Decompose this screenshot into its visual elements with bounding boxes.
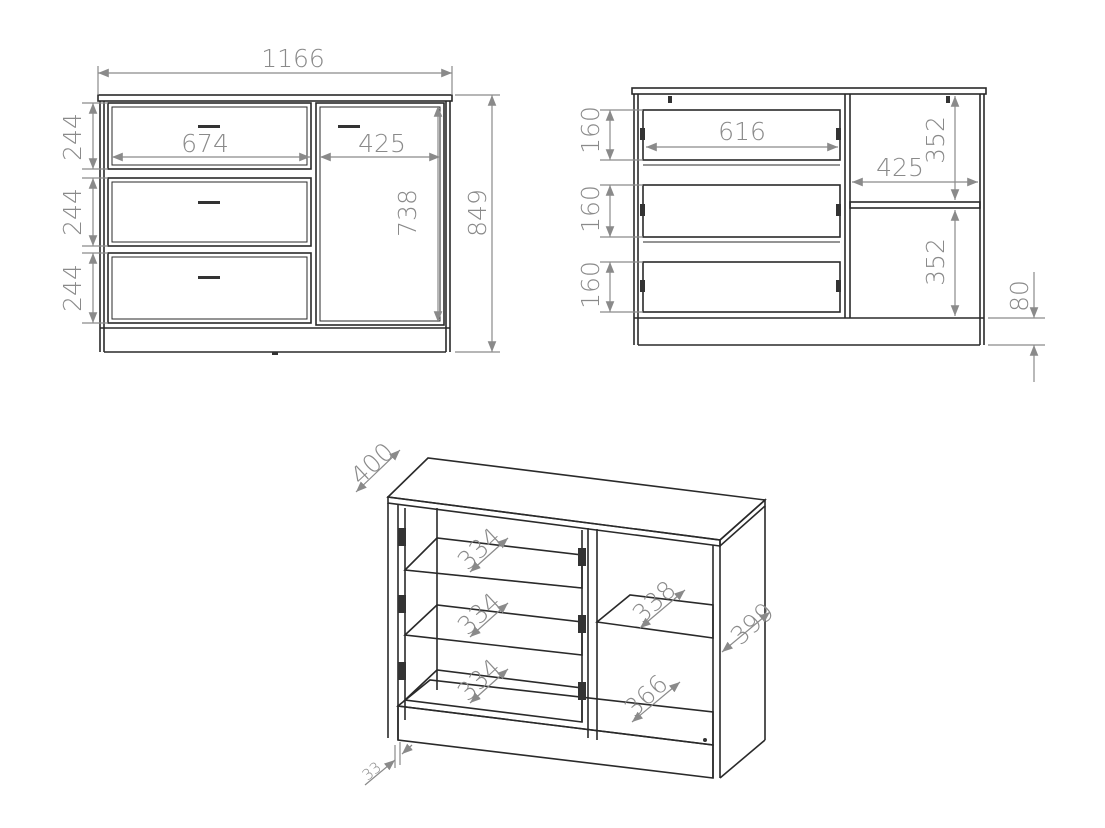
isometric-view (386, 457, 767, 779)
isometric-dimensions: 400 334 334 334 338 366 399 33 (345, 437, 780, 786)
dim-drawer-inner-width: 616 (718, 117, 766, 146)
front-dimensions: 1166 244 244 244 674 425 738 849 (58, 44, 500, 353)
dim-compartment-width: 425 (876, 153, 924, 182)
dim-drawer-height: 244 (58, 188, 87, 236)
dim-inner-height: 160 (576, 185, 605, 233)
dim-compartment-height: 352 (921, 238, 950, 286)
section-view (631, 87, 987, 346)
section-dimensions: 616 160 160 160 425 352 352 80 (576, 96, 1045, 382)
dim-door-width: 425 (358, 129, 406, 158)
dim-drawer-height: 244 (58, 113, 87, 161)
dim-bottom-depth: 366 (619, 669, 674, 723)
dim-inner-height: 160 (576, 106, 605, 154)
dim-compartment-height: 352 (921, 116, 950, 164)
front-view (97, 94, 453, 355)
dim-drawer-depth: 334 (452, 522, 507, 576)
dim-drawer-height: 244 (58, 264, 87, 312)
dim-shelf-depth: 338 (627, 575, 682, 629)
dim-front-offset: 33 (359, 758, 385, 784)
dim-drawer-depth: 334 (452, 587, 507, 641)
dim-depth: 400 (345, 437, 400, 491)
dim-width: 1166 (261, 44, 325, 73)
dim-total-height: 849 (463, 189, 492, 237)
dim-drawer-width: 674 (181, 129, 229, 158)
dim-door-height: 738 (393, 189, 422, 237)
dim-drawer-depth: 334 (452, 653, 507, 707)
dim-plinth-height: 80 (1005, 280, 1034, 312)
dim-inner-height: 160 (576, 261, 605, 309)
